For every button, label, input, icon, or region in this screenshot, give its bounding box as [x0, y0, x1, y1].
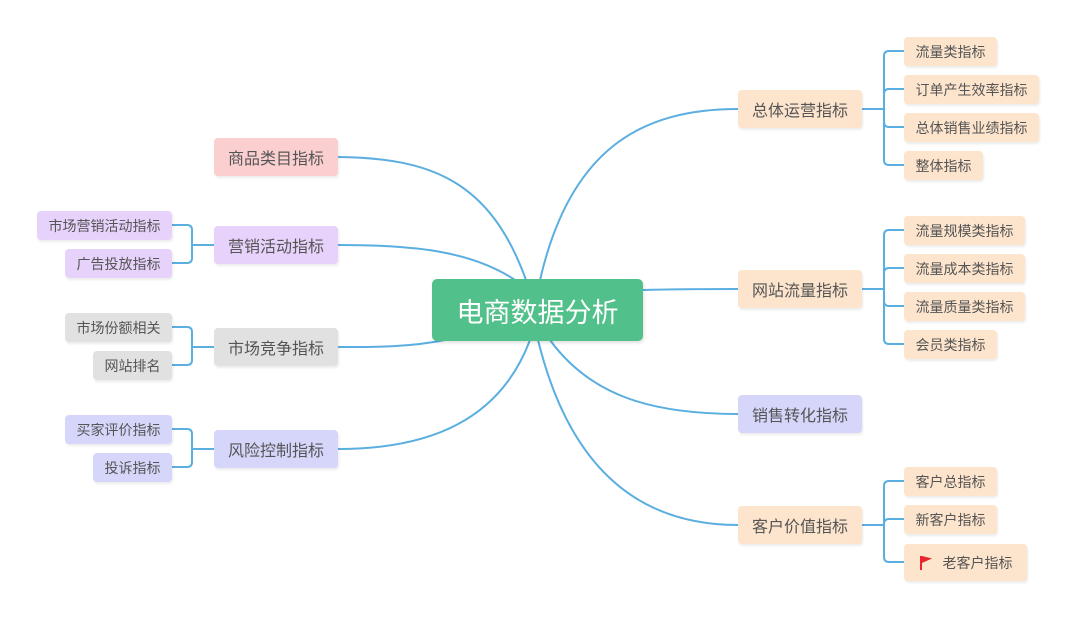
bracket-overall-operation-leaf-3: [883, 109, 904, 166]
leaf-member[interactable]: 会员类指标: [904, 330, 997, 359]
leaf-new-customer[interactable]: 新客户指标: [904, 505, 997, 534]
red-flag-icon: [919, 555, 933, 571]
root-node[interactable]: 电商数据分析: [432, 279, 643, 341]
leaf-buyer-review[interactable]: 买家评价指标: [65, 415, 172, 444]
connector-root-overall-operation: [539, 108, 739, 281]
branch-competition[interactable]: 市场竞争指标: [214, 328, 338, 366]
bracket-site-traffic-leaf-0: [883, 229, 904, 289]
leaf-traffic-cost[interactable]: 流量成本类指标: [904, 254, 1025, 283]
leaf-ad-placement[interactable]: 广告投放指标: [65, 249, 172, 278]
leaf-sales-performance[interactable]: 总体销售业绩指标: [904, 113, 1039, 142]
connector-root-competition: [337, 339, 446, 348]
bracket-customer-value-leaf-0: [883, 480, 904, 525]
bracket-site-traffic-leaf-3: [883, 289, 904, 345]
leaf-traffic-scale[interactable]: 流量规模类指标: [904, 216, 1025, 245]
connector-root-site-traffic: [642, 288, 739, 291]
bracket-marketing-leaf-1: [172, 245, 193, 264]
bracket-competition-leaf-1: [172, 347, 193, 366]
branch-customer-value[interactable]: 客户价值指标: [738, 506, 862, 544]
branch-risk-control[interactable]: 风险控制指标: [214, 430, 338, 468]
bracket-overall-operation-leaf-0: [883, 50, 904, 109]
bracket-customer-value-leaf-1: [883, 518, 904, 525]
leaf-traffic-quality[interactable]: 流量质量类指标: [904, 292, 1025, 321]
bracket-customer-value-leaf-2: [883, 525, 904, 563]
bracket-marketing-leaf-0: [172, 224, 193, 245]
leaf-market-share[interactable]: 市场份额相关: [65, 313, 172, 342]
leaf-traffic-type[interactable]: 流量类指标: [904, 37, 997, 66]
branch-marketing[interactable]: 营销活动指标: [214, 226, 338, 264]
leaf-site-ranking[interactable]: 网站排名: [93, 351, 172, 380]
bracket-overall-operation-leaf-2: [883, 109, 904, 128]
branch-overall-operation[interactable]: 总体运营指标: [738, 90, 862, 128]
branch-product-category[interactable]: 商品类目指标: [214, 138, 338, 176]
connector-root-customer-value: [537, 339, 739, 526]
connector-root-product-category: [337, 156, 527, 281]
leaf-marketing-campaign[interactable]: 市场营销活动指标: [37, 211, 172, 240]
leaf-returning-customer-label: 老客户指标: [942, 555, 1013, 572]
bracket-overall-operation-leaf-1: [883, 88, 904, 109]
leaf-complaint[interactable]: 投诉指标: [93, 453, 172, 482]
bracket-risk-control-leaf-0: [172, 428, 193, 449]
connector-root-risk-control: [337, 339, 531, 450]
bracket-site-traffic-leaf-1: [883, 267, 904, 289]
leaf-total-customer[interactable]: 客户总指标: [904, 467, 997, 496]
connector-root-sales-conversion: [549, 339, 739, 415]
bracket-risk-control-leaf-1: [172, 449, 193, 468]
branch-site-traffic[interactable]: 网站流量指标: [738, 270, 862, 308]
bracket-competition-leaf-0: [172, 326, 193, 347]
connector-root-marketing: [337, 244, 516, 281]
leaf-order-efficiency[interactable]: 订单产生效率指标: [904, 75, 1039, 104]
branch-sales-conversion[interactable]: 销售转化指标: [738, 395, 862, 433]
bracket-site-traffic-leaf-2: [883, 289, 904, 307]
leaf-overall[interactable]: 整体指标: [904, 151, 983, 180]
leaf-returning-customer[interactable]: 老客户指标: [904, 544, 1027, 581]
